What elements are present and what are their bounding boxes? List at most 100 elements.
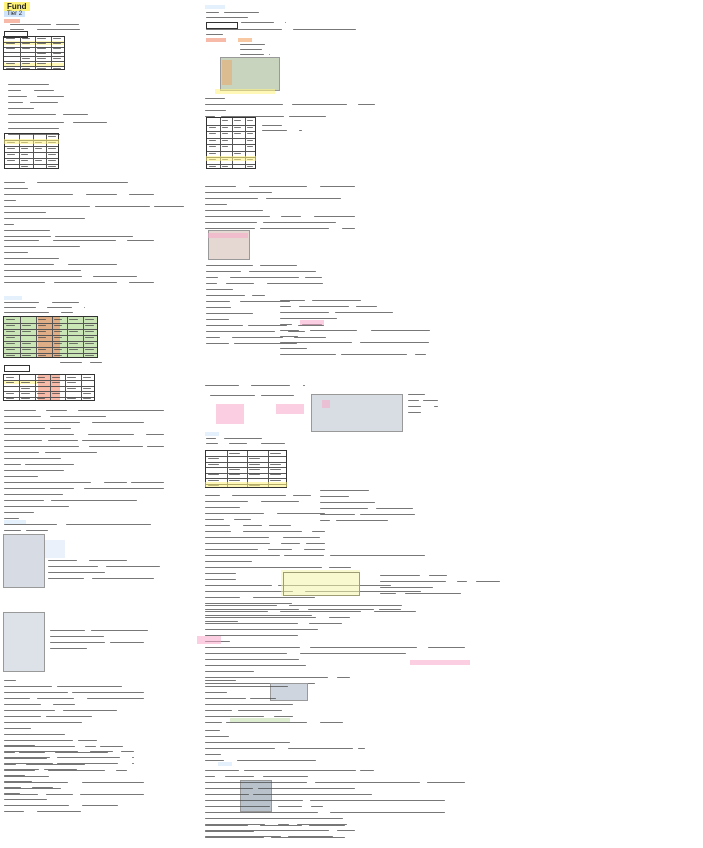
handwriting-line [205,730,220,731]
table-red [3,374,95,401]
handwriting-line [304,277,323,278]
handwriting-line [223,12,260,13]
cell-text [6,376,15,378]
table-row-line [4,46,64,48]
handwriting-line [4,230,51,231]
handwriting-line [4,775,25,776]
handwriting-line [205,748,275,749]
handwriting-line [4,270,82,271]
cell-text [209,165,216,167]
handwriting-line [334,312,393,313]
cell-text [37,62,46,64]
cell-text [6,48,15,50]
cell-text [37,319,47,320]
handwriting-line [4,686,53,687]
table-row-line [4,391,94,393]
handwriting-line [328,567,351,568]
cell-text [6,62,15,64]
handwriting-line [4,530,21,531]
handwriting-line [205,495,221,496]
handwriting-line [91,422,144,423]
cell-text [249,469,261,470]
handwriting-line [408,394,425,395]
handwriting-line [330,812,446,813]
cell-text [37,48,46,50]
handwriting-line [4,470,64,471]
handwriting-line [253,597,315,598]
table-row-line [4,335,97,336]
cell-text [208,474,220,476]
handwriting-line [55,24,80,25]
handwriting-line [355,306,378,307]
handwriting-line [456,581,467,582]
handwriting-line [359,342,429,343]
table-col-line [50,37,52,69]
cell-text [21,343,31,344]
handwriting-line [36,811,82,812]
handwriting-line [263,776,309,777]
handwriting-line [292,29,356,30]
handwriting-line [206,265,254,266]
handwriting-line [360,514,416,515]
handwriting-line [4,452,39,453]
handwriting-line [34,90,54,91]
highlight-yellow [3,380,38,384]
handwriting-line [280,312,329,313]
handwriting-line [63,114,88,115]
handwriting-line [310,800,445,801]
handwriting-line [310,806,323,807]
cell-text [20,160,29,161]
handwriting-line [380,587,433,588]
cell-text [21,62,31,64]
handwriting-line [49,428,71,429]
handwriting-line [205,573,236,574]
handwriting-line [50,630,86,631]
handwriting-line [296,824,348,825]
handwriting-line [234,343,297,344]
table-row-line [207,124,255,126]
handwriting-line [8,122,65,123]
highlight-red [4,19,20,23]
cell-text [228,474,240,476]
handwriting-line [475,581,500,582]
cell-text [85,343,94,344]
handwriting-line [269,525,292,526]
handwriting-line [205,198,259,199]
cell-text [37,57,46,59]
handwriting-line [67,264,118,265]
table-col-line [50,375,51,400]
handwriting-line [37,29,80,30]
table-row-line [4,66,64,68]
highlight-orange [222,60,232,85]
cell-text [67,398,76,400]
handwriting-line [4,188,28,189]
handwriting-line [205,597,240,598]
handwriting-line [357,748,365,749]
highlight-pink [276,404,304,414]
handwriting-line [253,794,372,795]
highlight-pink [300,320,324,325]
handwriting-line [205,222,258,223]
handwriting-line [4,218,86,219]
handwriting-line [240,22,274,23]
handwriting-line [205,782,307,783]
handwriting-line [10,29,25,30]
handwriting-line [82,805,119,806]
handwriting-line [206,34,224,35]
table-col-line [219,118,221,168]
cell-text [6,355,15,356]
handwriting-line [408,400,420,401]
handwriting-line [336,677,350,678]
handwriting-line [25,530,48,531]
handwriting-line [303,385,305,386]
table-row-line [206,456,286,458]
handwriting-line [408,406,421,407]
handwriting-line [205,561,253,562]
handwriting-line [205,677,329,678]
handwriting-line [83,488,164,489]
cell-text [21,355,31,356]
table-col-line [67,317,69,357]
handwriting-line [378,609,401,610]
cell-text [208,463,220,465]
handwriting-line [103,482,127,483]
